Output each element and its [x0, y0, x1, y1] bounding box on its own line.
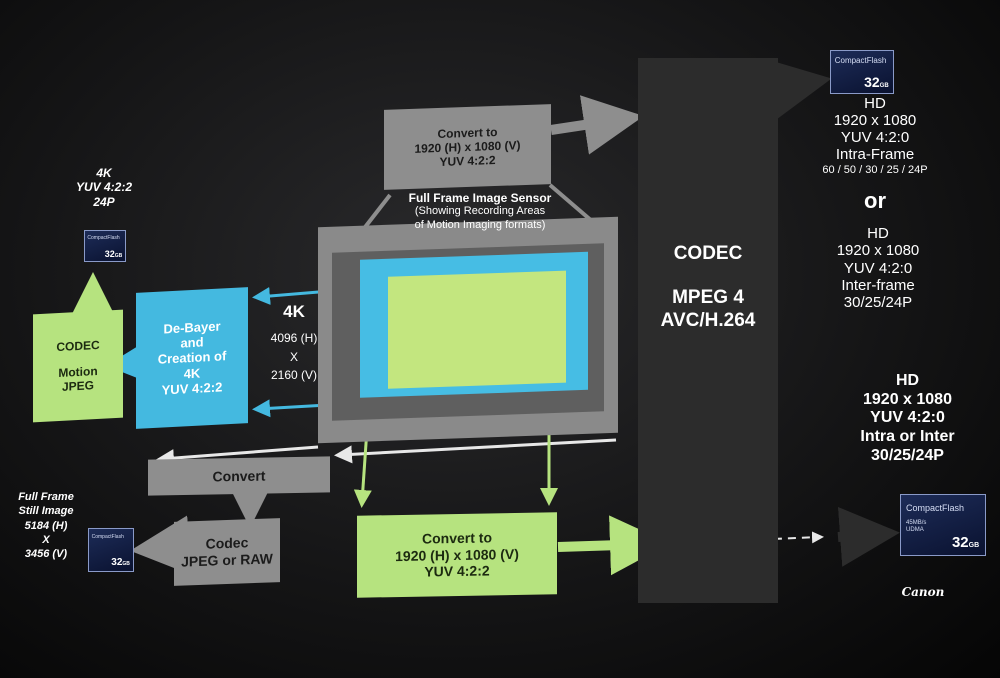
codec-still-line-1: Codec	[205, 534, 249, 553]
still-line-5: 3456 (V)	[24, 548, 68, 561]
right-mid-line-2: 1920 x 1080	[836, 242, 920, 260]
top-convert-line-3: YUV 4:2:2	[439, 153, 496, 170]
right-bottom-line-1: HD	[895, 372, 920, 389]
codec-to-bottom-card-arrow	[837, 506, 900, 567]
debayer-box: De-Bayer and Creation of 4K YUV 4:2:2	[136, 287, 248, 429]
mjpeg-line-1: CODEC	[56, 337, 100, 354]
image-sensor-frame	[318, 216, 618, 444]
or-text: or	[864, 188, 886, 213]
or-label: or	[855, 188, 895, 214]
right-mid-line-4: Inter-frame	[841, 276, 915, 294]
convert-gray-box: Convert	[148, 456, 330, 496]
bottom-convert-box: Convert to 1920 (H) x 1080 (V) YUV 4:2:2	[357, 512, 557, 598]
card-capacity-value: 32	[864, 74, 880, 91]
convert-gray-label: Convert	[212, 467, 266, 485]
card-capacity: 32GB	[111, 557, 130, 568]
codec-still-line-2: JPEG or RAW	[181, 550, 273, 570]
k4-line-2: X	[289, 349, 298, 364]
debayer-line-1: De-Bayer	[163, 318, 221, 337]
card-brand-label: CompactFlash	[906, 503, 965, 514]
k4-title: 4K	[283, 302, 305, 321]
codec-to-top-card-arrow	[767, 59, 832, 119]
sensor-4k-area	[360, 251, 588, 398]
card-capacity: 32GB	[864, 74, 889, 90]
codec-jpeg-raw-box: Codec JPEG or RAW	[174, 518, 280, 586]
k4-resolution-label: 4K 4096 (H) X 2160 (V)	[262, 302, 326, 383]
still-line-1: Full Frame	[18, 491, 74, 503]
right-top-line-4: Intra-Frame	[835, 145, 915, 163]
right-top-line-3: YUV 4:2:0	[840, 128, 910, 146]
card-capacity-unit: GB	[968, 542, 980, 550]
codec-motion-jpeg-box: CODEC Motion JPEG	[33, 309, 123, 423]
sensor-caption-title: Full Frame Image Sensor	[408, 191, 552, 205]
sensor-caption: Full Frame Image Sensor (Showing Recordi…	[375, 191, 585, 232]
debayer-line-2: and	[180, 334, 204, 351]
still-line-2: Still Image	[18, 505, 74, 518]
codec-mpeg4-column: CODEC MPEG 4 AVC/H.264	[638, 58, 778, 603]
sensor-to-gray-convert-b	[334, 438, 617, 464]
bottom-convert-to-codec-arrow	[557, 515, 670, 576]
right-top-line-2: 1920 x 1080	[833, 111, 917, 129]
still-line-3: 5184 (H)	[24, 519, 68, 532]
compactflash-card-top-right: CompactFlash 32GB	[830, 50, 894, 94]
mjpeg-line-3: JPEG	[61, 378, 94, 394]
left-output-line-3: 24P	[93, 194, 115, 209]
compactflash-card-left-top: CompactFlash 32GB	[84, 230, 126, 262]
k4-line-3: 2160 (V)	[270, 368, 318, 383]
card-speed: 45MB/s	[906, 520, 927, 527]
sensor-caption-line-3: of Motion Imaging formats)	[414, 218, 546, 231]
debayer-line-5: YUV 4:2:2	[161, 379, 223, 398]
codec-still-to-card-arrow	[130, 515, 193, 576]
right-mid-spec: HD 1920 x 1080 YUV 4:2:0 Inter-frame 30/…	[808, 225, 948, 311]
card-brand-label: CompactFlash	[834, 56, 887, 66]
sensor-inner	[332, 243, 604, 421]
card-capacity: 32GB	[105, 249, 123, 259]
right-bottom-line-5: 30/25/24P	[871, 446, 944, 464]
right-top-spec: HD 1920 x 1080 YUV 4:2:0 Intra-Frame 60 …	[800, 95, 950, 176]
codec-line-2: AVC/H.264	[660, 309, 756, 331]
card-capacity-value: 32	[111, 557, 123, 569]
left-output-line-2: YUV 4:2:2	[75, 180, 133, 195]
still-line-4: X	[42, 533, 50, 546]
card-capacity-unit: GB	[879, 83, 889, 90]
card-capacity-value: 32	[951, 534, 969, 552]
card-mode: UDMA	[906, 527, 924, 534]
debayer-line-4: 4K	[183, 365, 201, 382]
sensor-to-gray-convert-a	[156, 445, 319, 468]
left-output-spec: 4K YUV 4:2:2 24P	[74, 166, 134, 209]
right-bottom-line-2: 1920 x 1080	[863, 390, 952, 408]
right-bottom-spec: HD 1920 x 1080 YUV 4:2:0 Intra or Inter …	[835, 372, 980, 466]
codec-line-1: MPEG 4	[672, 287, 744, 309]
card-capacity-unit: GB	[122, 561, 130, 568]
top-convert-to-codec-arrow	[550, 95, 644, 155]
card-capacity: 32GB	[952, 534, 979, 551]
card-brand-label: CompactFlash	[91, 534, 124, 541]
left-output-line-1: 4K	[96, 166, 112, 180]
right-bottom-line-3: YUV 4:2:0	[870, 409, 945, 427]
codec-title: CODEC	[673, 243, 743, 264]
right-top-line-1: HD	[864, 95, 886, 112]
card-capacity-unit: GB	[114, 253, 123, 260]
compactflash-card-bottom-right: CompactFlash 45MB/s UDMA 32GB	[900, 494, 986, 556]
bottom-convert-line-1: Convert to	[422, 529, 492, 547]
k4-line-1: 4096 (H)	[270, 331, 318, 346]
right-mid-line-5: 30/25/24P	[843, 294, 913, 311]
sensor-hd-area	[388, 270, 566, 389]
compactflash-card-left-bottom: CompactFlash 32GB	[88, 528, 134, 572]
sensor-caption-line-2: (Showing Recording Areas	[414, 205, 546, 218]
right-mid-line-1: HD	[867, 225, 889, 242]
bottom-convert-line-2: 1920 (H) x 1080 (V)	[395, 545, 519, 564]
right-top-line-5: 60 / 50 / 30 / 25 / 24P	[822, 163, 928, 176]
canon-logo: Canon	[898, 585, 948, 599]
bottom-convert-line-3: YUV 4:2:2	[424, 562, 490, 580]
right-mid-line-3: YUV 4:2:0	[843, 259, 913, 277]
canon-logo-text: Canon	[901, 585, 945, 599]
card-capacity-value: 32	[104, 249, 115, 260]
top-convert-box: Convert to 1920 (H) x 1080 (V) YUV 4:2:2	[384, 104, 551, 190]
right-bottom-line-4: Intra or Inter	[860, 428, 955, 446]
card-brand-label: CompactFlash	[87, 234, 120, 241]
still-image-spec: Full Frame Still Image 5184 (H) X 3456 (…	[8, 490, 84, 561]
